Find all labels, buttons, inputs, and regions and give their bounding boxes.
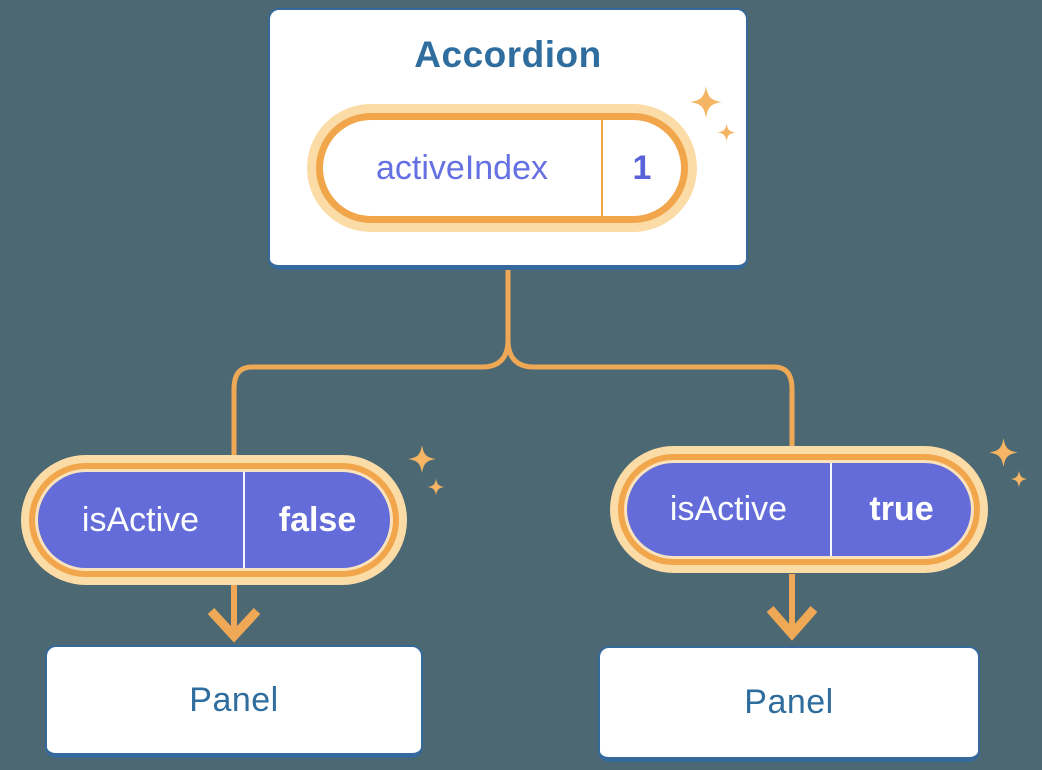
state-name-label: activeIndex: [376, 148, 548, 187]
sparkle-icon: [717, 123, 736, 142]
sparkle-icon: [690, 86, 722, 118]
panel-component-card-right: Panel: [598, 646, 980, 762]
prop-name-label-left: isActive: [81, 500, 200, 539]
state-pill: activeIndex 1: [307, 104, 697, 232]
panel-title-left: Panel: [189, 680, 279, 719]
panel-title-right: Panel: [744, 683, 834, 721]
connector-branch-left: [231, 339, 511, 456]
sparkle-icon: [1010, 470, 1028, 488]
sparkle-icon: [988, 437, 1019, 468]
prop-value-label-right: true: [869, 490, 934, 528]
prop-pill-right: isActive true: [610, 446, 988, 573]
sparkle-icon: [427, 478, 445, 496]
arrow-left-head: [207, 607, 261, 643]
prop-pill-left: isActive false: [21, 455, 407, 585]
prop-pill-divider-right: [830, 463, 832, 556]
state-pill-divider: [601, 120, 603, 216]
prop-name-label-right: isActive: [669, 490, 788, 528]
arrow-right-head: [766, 606, 818, 641]
sparkle-icon: [407, 444, 437, 474]
panel-component-card-left: Panel: [45, 645, 423, 758]
prop-value-label-left: false: [278, 500, 357, 539]
state-value-label: 1: [632, 148, 652, 187]
accordion-title: Accordion: [414, 34, 602, 75]
prop-pill-divider-left: [243, 472, 245, 568]
connector-branch-right: [505, 339, 795, 448]
